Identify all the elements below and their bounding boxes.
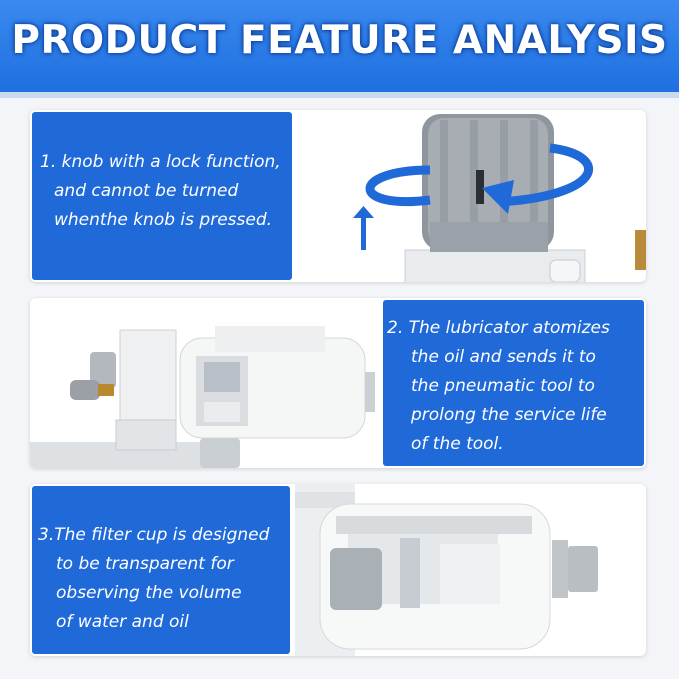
- up-arrow-icon: [361, 216, 366, 250]
- feature-panel-filter: 3.The filter cup is designed to be trans…: [30, 484, 646, 656]
- feature-panel-lubricator: 2. The lubricator atomizes the oil and s…: [30, 298, 646, 468]
- header-divider: [0, 92, 679, 98]
- feature-card-3: 3.The filter cup is designed to be trans…: [32, 486, 290, 654]
- rotation-arrow-icon: [365, 165, 431, 207]
- feature-3-text: 3.The filter cup is designed to be trans…: [38, 525, 270, 632]
- page-title: PRODUCT FEATURE ANALYSIS: [11, 18, 668, 63]
- feature-2-text: 2. The lubricator atomizes the oil and s…: [387, 318, 610, 454]
- filter-cup-image: [295, 484, 598, 656]
- lubricator-image: [30, 326, 375, 468]
- knob-image: [353, 114, 646, 282]
- feature-card-2: 2. The lubricator atomizes the oil and s…: [383, 300, 644, 466]
- header-banner: PRODUCT FEATURE ANALYSIS: [0, 0, 679, 92]
- feature-panel-knob: 1. knob with a lock function, and cannot…: [30, 110, 646, 282]
- feature-1-text: 1. knob with a lock function, and cannot…: [40, 152, 281, 230]
- feature-card-1: 1. knob with a lock function, and cannot…: [32, 112, 292, 280]
